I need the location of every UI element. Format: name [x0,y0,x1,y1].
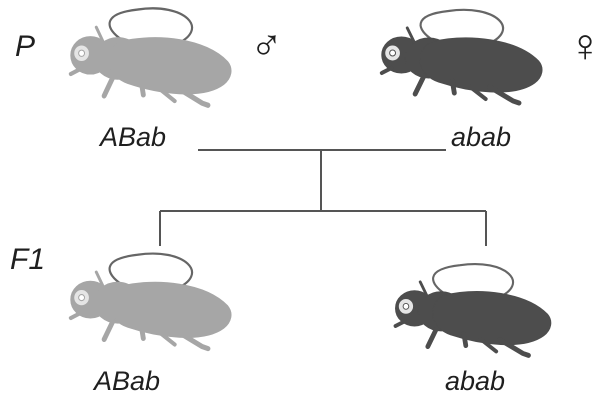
offspring-left-genotype: ABab [94,368,160,395]
female-symbol-icon: ♀ [568,22,603,68]
offspring-abab-dark-fly-icon [396,264,551,355]
male-symbol-icon: ♂ [250,24,283,68]
male-parent-fly-icon [71,8,231,105]
male-parent-genotype: ABab [100,124,166,151]
generation-f1-label: F1 [10,245,45,275]
offspring-abab-light-fly-icon [71,254,231,349]
generation-p-label: P [15,32,35,62]
offspring-right-genotype: abab [445,368,505,395]
female-parent-fly-icon [382,10,542,103]
female-parent-genotype: abab [451,124,511,151]
